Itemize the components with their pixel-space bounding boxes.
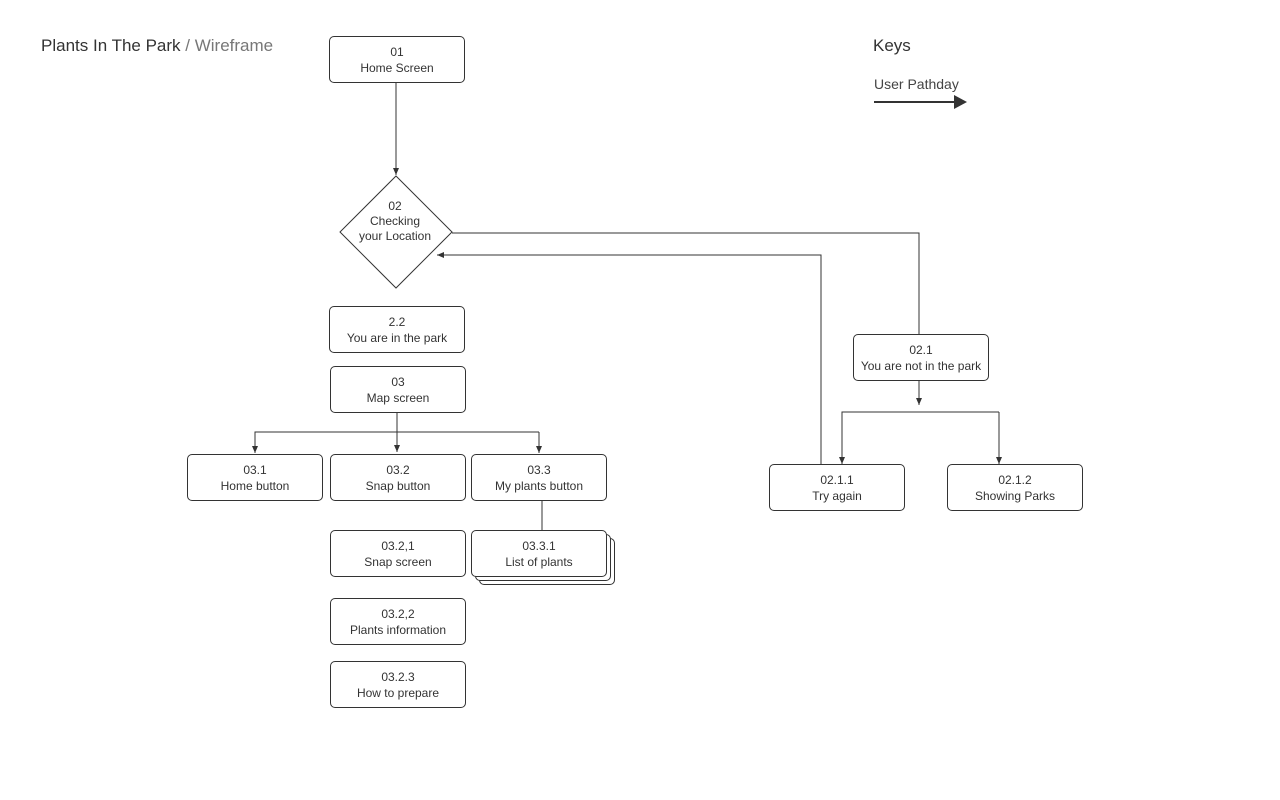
node-03-2-2: 03.2,2 Plants information	[330, 598, 466, 645]
node-02-1-1: 02.1.1 Try again	[769, 464, 905, 511]
node-02-1: 02.1 You are not in the park	[853, 334, 989, 381]
edge-split-02.1.1	[839, 411, 999, 464]
node-02-1-1-label: Try again	[812, 488, 862, 503]
node-03-2-2-id: 03.2,2	[381, 606, 415, 621]
node-02-1-1-id: 02.1.1	[820, 472, 854, 487]
node-01-label: Home Screen	[360, 60, 434, 75]
node-03-3-label: My plants button	[494, 478, 584, 493]
node-03-1: 03.1 Home button	[187, 454, 323, 501]
key-user-pathway-label: User Pathday	[874, 76, 959, 92]
node-03-2-id: 03.2	[386, 462, 410, 477]
node-01: 01 Home Screen	[329, 36, 465, 83]
node-03-2-1-id: 03.2,1	[381, 538, 415, 553]
page-title: Plants In The Park / Wireframe	[41, 36, 273, 56]
node-2-2: 2.2 You are in the park	[329, 306, 465, 353]
node-02-1-2: 02.1.2 Showing Parks	[947, 464, 1083, 511]
node-03-3-1-label: List of plants	[505, 554, 573, 569]
node-03-1-label: Home button	[220, 478, 290, 493]
node-03: 03 Map screen	[330, 366, 466, 413]
node-03-3-id: 03.3	[527, 462, 551, 477]
node-03-2-1: 03.2,1 Snap screen	[330, 530, 466, 577]
title-sub: Wireframe	[194, 36, 274, 55]
node-03-2-3: 03.2.3 How to prepare	[330, 661, 466, 708]
node-03-3: 03.3 My plants button	[471, 454, 607, 501]
node-03-2-2-label: Plants information	[349, 622, 447, 637]
decision-diamond	[339, 175, 453, 289]
node-01-id: 01	[390, 44, 404, 59]
edge-02-02.1	[452, 232, 920, 334]
node-03-2-3-label: How to prepare	[356, 685, 440, 700]
node-03-3-1: 03.3.1 List of plants	[471, 530, 607, 577]
node-03-3-1-id: 03.3.1	[522, 538, 556, 553]
node-02-label-line1: Checking	[369, 214, 421, 228]
title-main: Plants In The Park	[41, 36, 181, 55]
node-02-1-id: 02.1	[909, 342, 933, 357]
node-02-1-2-label: Showing Parks	[974, 488, 1056, 503]
node-2-2-label: You are in the park	[346, 330, 448, 345]
node-02-id: 02	[388, 199, 402, 213]
node-2-2-id: 2.2	[388, 314, 406, 329]
node-03-2: 03.2 Snap button	[330, 454, 466, 501]
title-separator: /	[180, 36, 195, 55]
key-arrow-head	[954, 95, 967, 109]
node-02: 02 Checking your Location	[340, 199, 450, 244]
node-03-2-1-label: Snap screen	[364, 554, 432, 569]
node-03-label: Map screen	[366, 390, 430, 405]
edge-02.1.1-02	[437, 252, 822, 464]
node-03-1-id: 03.1	[243, 462, 267, 477]
node-02-1-2-id: 02.1.2	[998, 472, 1032, 487]
node-02-label-line2: your Location	[358, 229, 432, 243]
node-02-1-label: You are not in the park	[860, 358, 982, 373]
node-03-2-label: Snap button	[365, 478, 431, 493]
node-03-2-3-id: 03.2.3	[381, 669, 415, 684]
edge-03-03.1	[252, 431, 539, 453]
node-03-id: 03	[391, 374, 405, 389]
keys-title: Keys	[873, 36, 911, 55]
